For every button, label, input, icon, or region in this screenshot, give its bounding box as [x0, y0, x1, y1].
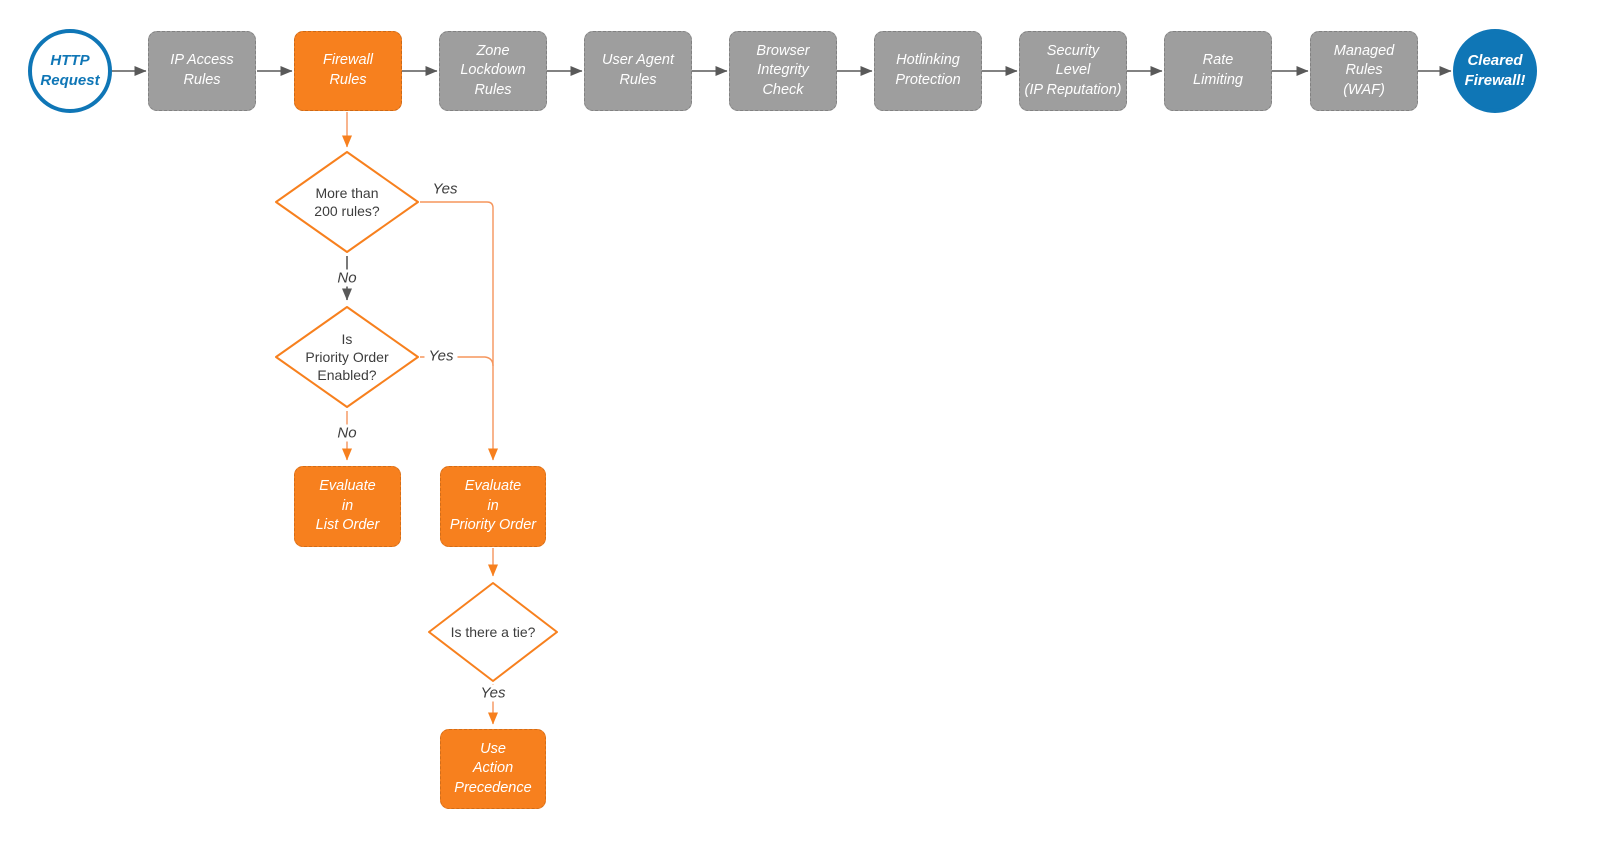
decision-label: More than 200 rules? — [314, 184, 380, 219]
step-hotlinking-protection: Hotlinking Protection — [874, 31, 982, 111]
diamond-shape — [275, 306, 419, 408]
end-node-cleared-firewall: Cleared Firewall! — [1453, 29, 1537, 113]
decision-is-there-a-tie: Is there a tie? — [426, 580, 560, 684]
start-node-label: HTTP Request — [40, 51, 100, 89]
action-evaluate-in-priority-order: Evaluate in Priority Order — [440, 466, 546, 547]
start-node-http-request: HTTP Request — [28, 29, 112, 113]
step-label: Managed Rules (WAF) — [1333, 42, 1395, 98]
edge-label-no: No — [333, 269, 361, 287]
step-label: Rate Limiting — [1193, 52, 1243, 88]
step-zone-lockdown-rules: Zone Lockdown Rules — [439, 31, 547, 111]
step-label: Firewall Rules — [323, 52, 373, 88]
diamond-shape — [275, 151, 419, 253]
step-label: Browser Integrity Check — [756, 42, 810, 98]
step-label: User Agent Rules — [602, 52, 674, 88]
step-security-level: Security Level (IP Reputation) — [1019, 31, 1127, 111]
step-rate-limiting: Rate Limiting — [1164, 31, 1272, 111]
action-label: Evaluate in Priority Order — [449, 478, 537, 534]
decision-more-than-200-rules: More than 200 rules? — [273, 149, 421, 255]
step-user-agent-rules: User Agent Rules — [584, 31, 692, 111]
step-label: IP Access Rules — [170, 52, 234, 88]
edge-label-no: No — [333, 424, 361, 442]
action-label: Use Action Precedence — [454, 740, 532, 796]
step-label: Zone Lockdown Rules — [460, 42, 526, 98]
diamond-shape — [428, 582, 558, 682]
step-firewall-rules: Firewall Rules — [294, 31, 402, 111]
edge-label-yes: Yes — [428, 180, 462, 198]
edge-label-yes: Yes — [476, 684, 510, 702]
edge-label-yes: Yes — [424, 347, 458, 365]
step-browser-integrity-check: Browser Integrity Check — [729, 31, 837, 111]
step-label: Security Level (IP Reputation) — [1024, 42, 1122, 98]
end-node-label: Cleared Firewall! — [1464, 51, 1526, 89]
decision-label: Is there a tie? — [450, 623, 536, 640]
action-label: Evaluate in List Order — [315, 478, 380, 534]
decision-priority-order-enabled: Is Priority Order Enabled? — [273, 304, 421, 410]
decision-label: Is Priority Order Enabled? — [305, 330, 389, 384]
step-label: Hotlinking Protection — [895, 52, 961, 88]
step-managed-rules-waf: Managed Rules (WAF) — [1310, 31, 1418, 111]
action-use-action-precedence: Use Action Precedence — [440, 729, 546, 809]
step-ip-access-rules: IP Access Rules — [148, 31, 256, 111]
action-evaluate-in-list-order: Evaluate in List Order — [294, 466, 401, 547]
